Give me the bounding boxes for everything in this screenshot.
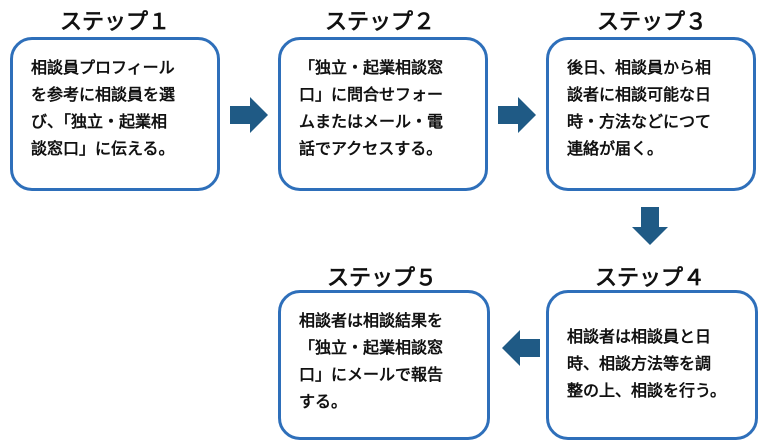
arrow-step1-to-step2 xyxy=(230,97,268,133)
step-4-title: ステップ４ xyxy=(594,266,705,291)
step-5-box: 相談者は相談結果を 「独立・起業相談窓 口」にメールで報告 する。 xyxy=(278,290,490,440)
right-arrow-icon xyxy=(498,97,536,133)
left-arrow-icon xyxy=(502,330,540,366)
right-arrow-icon xyxy=(230,97,268,133)
arrow-step3-to-step4 xyxy=(632,207,668,245)
arrow-step2-to-step3 xyxy=(498,97,536,133)
step-1-title: ステップ１ xyxy=(59,10,170,35)
step-2-title: ステップ２ xyxy=(324,10,435,35)
down-arrow-icon xyxy=(632,207,668,245)
step-5-title: ステップ５ xyxy=(326,266,437,291)
step-4-box: 相談者は相談員と日 時、相談方法等を調 整の上、相談を行う。 xyxy=(546,290,758,440)
arrow-step4-to-step5 xyxy=(502,330,540,366)
step-3-box: 後日、相談員から相 談者に相談可能な日 時・方法などにつて 連絡が届く。 xyxy=(546,37,756,191)
step-3-title: ステップ３ xyxy=(596,10,707,35)
step-1-box: 相談員プロフィール を参考に相談員を選 び、「独立・起業相 談窓口」に伝える。 xyxy=(10,37,220,191)
step-2-box: 「独立・起業相談窓 口」に問合せフォー ムまたはメール・電 話でアクセスする。 xyxy=(278,37,488,191)
